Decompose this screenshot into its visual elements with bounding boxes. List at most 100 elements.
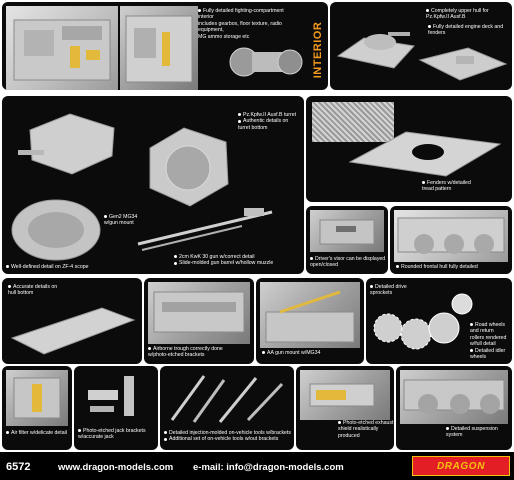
- bullet-icon: [164, 431, 167, 435]
- air-filter-illustration: [13, 377, 61, 419]
- caption-text: Driver's visor can be displayed: [315, 256, 386, 262]
- upper-hull-photo: [334, 16, 418, 76]
- caption-text: produced: [338, 432, 360, 439]
- bullet-icon: [422, 181, 425, 185]
- tools-illustration: [170, 375, 284, 423]
- caption-frontal-hull: Rounded frontal hull fully detailed: [396, 264, 510, 270]
- caption-text: Detailed suspension: [451, 426, 498, 432]
- exhaust-photo: [300, 370, 390, 420]
- wheels-illustration: [373, 293, 473, 350]
- email-link[interactable]: e-mail: info@dragon-models.com: [193, 462, 344, 473]
- caption-hull-bottom: Accurate details on hull bottom: [8, 284, 88, 297]
- caption-aa-mount: AA gun mount w/MG34: [262, 350, 362, 356]
- bullet-icon: [428, 25, 431, 29]
- visor-illustration: [319, 219, 375, 245]
- interior-panel: Fully detailed fighting-compartment inte…: [2, 2, 328, 90]
- caption-text: Detailed idler: [475, 347, 506, 354]
- caption-interior: Fully detailed fighting-compartment inte…: [198, 8, 298, 40]
- bullet-icon: [238, 113, 241, 117]
- frontal-hull-panel: Rounded frontal hull fully detailed: [390, 206, 512, 274]
- interior-compartment-illustration: [125, 15, 193, 83]
- bullet-icon: [396, 265, 399, 269]
- caption-road-wheels: Road wheels and return rollers rendered …: [470, 322, 512, 360]
- frontal-hull-illustration: [397, 217, 505, 254]
- caption-text: w/full detail: [470, 341, 496, 348]
- caption-text: w/gun mount: [104, 220, 134, 227]
- gun-illustration: [137, 208, 273, 251]
- caption-text: Photo-etched exhaust: [343, 420, 394, 426]
- caption-text: fenders: [428, 30, 446, 37]
- aa-mount-illustration: [265, 290, 355, 343]
- brand-name: DRAGON: [436, 460, 486, 472]
- bullet-icon: [370, 285, 373, 289]
- engine-deck-photo: [416, 40, 508, 88]
- turret-bottom-photo: [140, 118, 236, 214]
- bullet-icon: [310, 257, 313, 261]
- caption-jack: Photo-etched jack brackets w/accurate ja…: [78, 428, 158, 441]
- scope-interior-illustration: [11, 199, 101, 261]
- bullet-icon: [446, 427, 449, 431]
- bullet-icon: [338, 421, 341, 425]
- dragon-logo: DRAGON: [412, 456, 510, 476]
- caption-text: Authentic details on: [243, 118, 289, 125]
- caption-text: Photo-etched jack brackets: [83, 428, 146, 434]
- bullet-icon: [6, 431, 9, 435]
- fender-illustration: [348, 131, 502, 177]
- caption-text: Rounded frontal hull fully detailed: [401, 264, 478, 270]
- bullet-icon: [470, 323, 473, 327]
- footer-bar: 6572 www.dragon-models.com e-mail: info@…: [0, 452, 514, 480]
- wheels-photo: [370, 290, 474, 364]
- jack-photo: [78, 370, 154, 426]
- interior-title: INTERIOR: [312, 21, 324, 79]
- caption-text: Pz.Kpfw.II Ausf.B: [426, 14, 466, 21]
- jack-panel: Photo-etched jack brackets w/accurate ja…: [74, 366, 158, 450]
- upper-hull-illustration: [336, 32, 415, 69]
- bullet-icon: [148, 347, 151, 351]
- turret-panel: Pz.Kpfw.II Ausf.B turret Authentic detai…: [2, 96, 304, 274]
- caption-text: sprockets: [370, 290, 393, 297]
- caption-text: Fully detailed fighting-compartment inte…: [198, 8, 284, 21]
- bullet-icon: [238, 119, 241, 123]
- caption-text: turret bottom: [238, 124, 268, 131]
- turret-photo: [16, 100, 124, 182]
- visor-photo: [310, 210, 384, 252]
- caption-text: Gen2 MG34: [109, 214, 138, 220]
- caption-air-filter: Air filter w/delicate detail: [6, 430, 72, 436]
- caption-text: hull bottom: [8, 290, 34, 297]
- bullet-icon: [262, 351, 265, 355]
- bullet-icon: [78, 429, 81, 433]
- bullet-icon: [174, 255, 177, 259]
- caption-text: 2cm KwK 30 gun w/correct detail: [179, 254, 255, 260]
- caption-visor: Driver's visor can be displayed open/clo…: [310, 256, 388, 269]
- tools-panel: Detailed injection-molded on-vehicle too…: [160, 366, 294, 450]
- caption-text: Completely upper hull for: [431, 8, 489, 14]
- website-link[interactable]: www.dragon-models.com: [58, 462, 174, 473]
- hull-bottom-photo: [8, 302, 138, 360]
- product-number: 6572: [6, 461, 31, 473]
- bullet-icon: [6, 265, 9, 269]
- caption-text: Well-defined detail on ZF-4 scope: [11, 264, 89, 270]
- fender-photo: [346, 126, 504, 180]
- bullet-icon: [8, 285, 11, 289]
- suspension-photo: [400, 370, 508, 424]
- bullet-icon: [198, 9, 201, 13]
- caption-text: w/photo-etched brackets: [148, 352, 205, 359]
- caption-text: MG ammo storage etc: [198, 33, 250, 40]
- interior-compartment-photo: [120, 6, 198, 90]
- trough-panel: Airborne trough correctly done w/photo-e…: [144, 278, 254, 364]
- tools-photo: [164, 370, 290, 428]
- air-filter-panel: Air filter w/delicate detail: [2, 366, 72, 450]
- caption-exhaust: Photo-etched exhaust shield realisticall…: [338, 420, 394, 439]
- caption-tools: Detailed injection-molded on-vehicle too…: [164, 430, 294, 443]
- caption-text: rollers rendered: [470, 334, 507, 341]
- caption-engine-deck: Fully detailed engine deck and fenders: [428, 24, 510, 37]
- caption-text: Additional set of on-vehicle tools w/out…: [169, 436, 279, 443]
- engine-deck-illustration: [418, 47, 508, 81]
- caption-text: Pz.Kpfw.II Ausf.B turret: [243, 112, 297, 118]
- caption-mg34: Gen2 MG34 w/gun mount: [104, 214, 154, 227]
- tread-closeup-photo: [312, 102, 394, 142]
- caption-trough: Airborne trough correctly done w/photo-e…: [148, 346, 252, 359]
- jack-illustration: [88, 376, 134, 416]
- bullet-icon: [104, 215, 107, 219]
- upper-hull-panel: Completely upper hull for Pz.Kpfw.II Aus…: [330, 2, 512, 90]
